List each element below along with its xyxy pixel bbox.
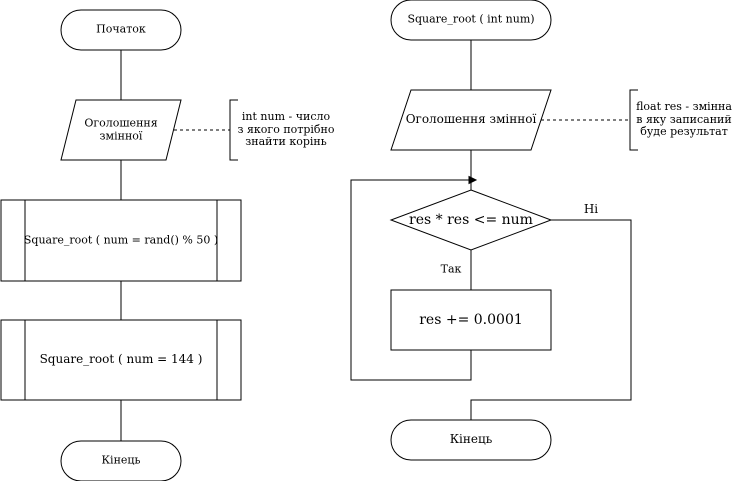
right-start-terminator — [390, 0, 552, 41]
right-note-bracket — [629, 89, 638, 151]
right-end-label: Кінець — [449, 432, 493, 447]
right-declare-label: Оголошення змінної — [405, 112, 537, 127]
right-condition-label: res * res <= num — [409, 211, 533, 228]
right-start-label: Square_root ( int num) — [407, 12, 535, 26]
left-end-label: Кінець — [101, 453, 141, 467]
right-loop-back-arrowhead — [468, 175, 478, 185]
left-note-bracket — [229, 99, 238, 161]
right-end-terminator — [390, 419, 552, 461]
right-action-label: res += 0.0001 — [419, 311, 523, 328]
left-end-terminator — [60, 440, 182, 481]
right-declare-note: float res - змінна в яку записаний буде … — [636, 100, 732, 139]
left-declare-parallelogram — [60, 99, 182, 161]
right-yes-label: Так — [440, 262, 462, 276]
right-action-process — [390, 289, 552, 351]
left-call2-process — [0, 319, 242, 401]
left-declare-label: Оголошення змінної — [84, 116, 158, 142]
left-declare-note-line: з якого потрібно — [237, 122, 335, 136]
right-condition-decision — [389, 189, 553, 251]
right-no-label: Ні — [583, 202, 599, 217]
left-call2-label: Square_root ( num = 144 ) — [39, 352, 203, 367]
left-start-label: Початок — [96, 22, 146, 36]
right-declare-note-line: float res - змінна — [636, 100, 732, 114]
left-call1-process — [0, 199, 242, 282]
right-no-branch-line — [470, 219, 632, 420]
left-call1-label: Square_root ( num = rand() % 50 ) — [23, 233, 219, 247]
left-declare-note-line: знайти корінь — [245, 135, 327, 149]
left-declare-note: int num - число з якого потрібно знайти … — [237, 110, 335, 149]
right-declare-note-line: в яку записаний — [636, 112, 732, 126]
right-loop-back-line — [350, 179, 472, 381]
right-declare-note-line: буде результат — [640, 125, 728, 139]
left-declare-note-line: int num - число — [241, 110, 331, 124]
left-start-terminator — [60, 9, 182, 51]
right-declare-parallelogram — [390, 89, 552, 151]
